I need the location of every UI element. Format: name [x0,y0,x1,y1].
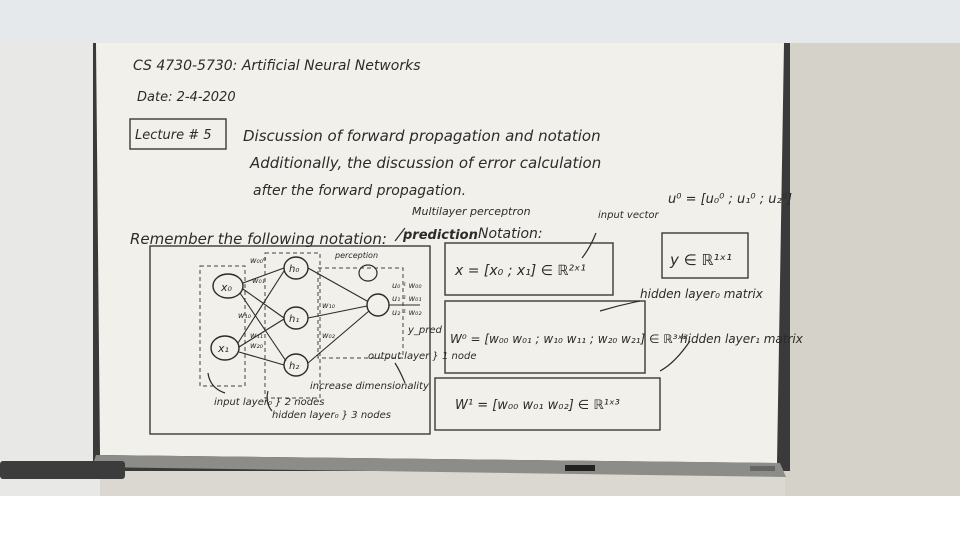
hidden-layer-matrix-1: hidden layer₁ matrix [680,332,804,346]
svg-text:w₀₀⁰: w₀₀⁰ [250,256,267,265]
svg-text:u₀ ¹ w₀₀: u₀ ¹ w₀₀ [392,281,422,290]
hidden-layer-label: hidden layer₀ } 3 nodes [272,410,391,421]
svg-text:w₁₁: w₁₁ [250,331,263,340]
whiteboard-drawing: w₀₀⁰ w₀₁ w₁₀ w₁₁ w₂₀ w₁₀ w₀₂ u₀ ¹ w₀₀ u₁… [0,43,960,496]
svg-text:u₁ ¹ w₀₁: u₁ ¹ w₀₁ [392,294,422,303]
svg-text:u₂ ¹ w₀₂: u₂ ¹ w₀₂ [392,308,422,317]
input-vector-label: input vector [598,210,660,221]
topic-line-1: Discussion of forward propagation and no… [243,127,601,145]
notation-label: Notation: [478,226,543,242]
svg-text:w₀₁: w₀₁ [252,276,265,285]
svg-text:w₂₀: w₂₀ [250,341,264,350]
svg-text:x₀: x₀ [220,281,233,294]
topic-line-3: after the forward propagation. [253,183,466,199]
y-dimension: y ∈ ℝ¹ˣ¹ [669,251,732,269]
svg-text:h₂: h₂ [289,361,299,372]
svg-text:h₀: h₀ [289,264,299,275]
u0-vector: u⁰ = [u₀⁰ ; u₁⁰ ; u₂⁰] [668,192,792,207]
prediction-label: prediction [402,228,478,243]
w1-matrix: W¹ = [w₀₀ w₀₁ w₀₂] ∈ ℝ¹ˣ³ [455,398,620,413]
whiteboard-text: CS 4730-5730: Artificial Neural Networks… [130,58,804,421]
svg-text:w₁₀: w₁₀ [238,311,252,320]
remember-heading: Remember the following notation: [130,230,387,248]
svg-text:perception: perception [334,251,378,260]
increase-dimensionality-label: increase dimensionality [310,381,430,392]
svg-text:y_pred: y_pred [407,325,443,336]
input-layer-label: input layer₀ } 2 nodes [214,397,324,408]
svg-text:h₁: h₁ [289,314,299,325]
x-vector: x = [x₀ ; x₁] ∈ ℝ²ˣ¹ [454,263,586,279]
lecture-number: Lecture # 5 [135,128,212,143]
bottom-bar [0,496,960,540]
output-layer-label: output layer } 1 node [368,351,476,362]
top-bar [0,0,960,43]
topic-line-2: Additionally, the discussion of error ca… [249,154,601,172]
hidden-layer-matrix-0: hidden layer₀ matrix [640,287,764,301]
course-title: CS 4730-5730: Artificial Neural Networks [133,58,421,74]
svg-text:w₁₀: w₁₀ [322,301,336,310]
multilayer-label: Multilayer perceptron [412,205,531,218]
date-text: Date: 2-4-2020 [137,90,236,105]
svg-text:x₁: x₁ [217,342,229,355]
whiteboard-photo: w₀₀⁰ w₀₁ w₁₀ w₁₁ w₂₀ w₁₀ w₀₂ u₀ ¹ w₀₀ u₁… [0,43,960,496]
w0-matrix: W⁰ = [w₀₀ w₀₁ ; w₁₀ w₁₁ ; w₂₀ w₂₁] ∈ ℝ³ˣ… [450,332,688,346]
svg-text:w₀₂: w₀₂ [322,331,336,340]
